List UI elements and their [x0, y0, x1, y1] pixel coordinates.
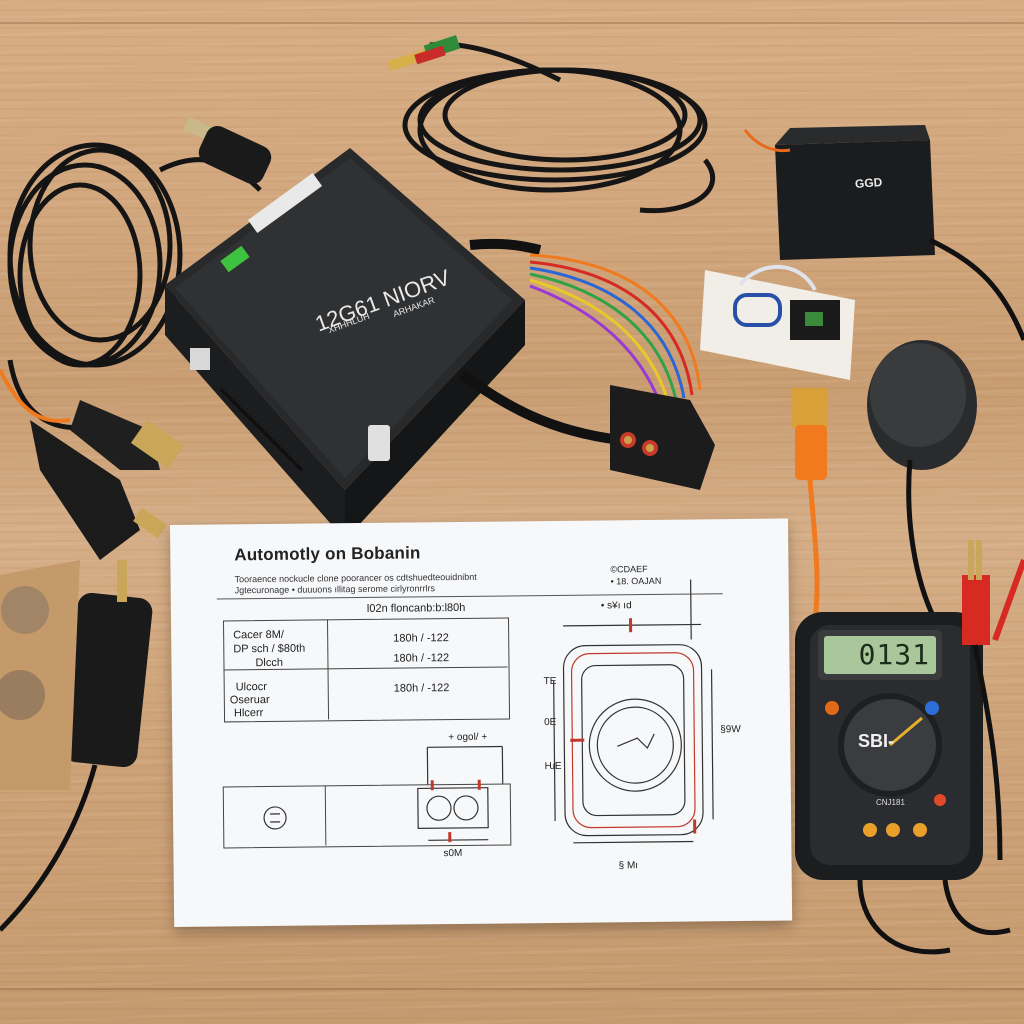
- dimension-mid: + ogol/ +: [448, 731, 488, 744]
- dimension-bottom-left: s0M: [443, 847, 463, 860]
- jack-plugs-top: [387, 35, 461, 71]
- test-probe: [962, 540, 1024, 861]
- orange-connector: [792, 388, 828, 621]
- board-left: [0, 560, 80, 790]
- multimeter-brand: CNJ181: [876, 798, 905, 807]
- schematic-drawing: [263, 579, 714, 844]
- dimension-left-3: ǶE: [544, 760, 562, 773]
- round-sensor: [867, 340, 977, 622]
- dimension-left-2: 0E: [544, 716, 557, 729]
- black-device: [165, 148, 525, 540]
- dimension-top: • s¥ı ıd: [600, 600, 632, 612]
- power-adapter: [743, 125, 1024, 341]
- adapter-label: GGD: [854, 175, 883, 191]
- coiled-cable-top: [402, 41, 715, 214]
- schematic-sheet: Automotly on Bobanin Tooraence nockucle …: [170, 518, 793, 927]
- terminal-block: [610, 385, 715, 490]
- jack-cable-left: [0, 560, 153, 932]
- dimension-left-1: TE: [543, 675, 557, 688]
- plank-seam: [0, 22, 1024, 24]
- connector-pack: [700, 264, 855, 380]
- dial-label: SBI-: [858, 731, 894, 751]
- dimension-right: §9W: [720, 724, 741, 736]
- wire-bundle: [529, 253, 702, 405]
- plank-seam: [0, 988, 1024, 990]
- rca-plugs-left: [30, 400, 184, 560]
- dimension-bottom-right: § Mı: [618, 860, 639, 872]
- plug-top-left: [183, 116, 272, 184]
- multimeter-display: 0131: [824, 636, 936, 674]
